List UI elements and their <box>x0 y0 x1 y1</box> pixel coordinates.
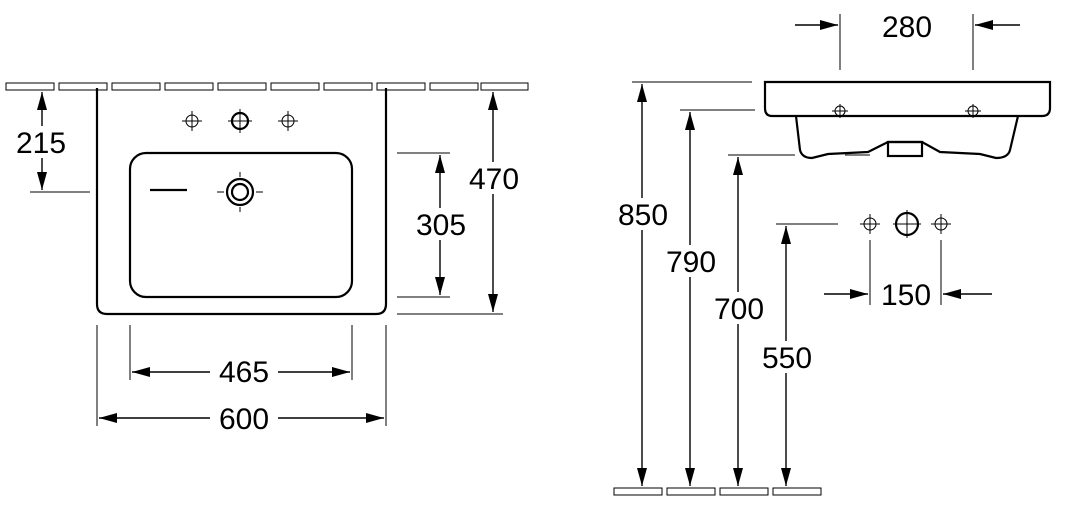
basin-profile <box>763 80 1052 160</box>
supply-right-icon <box>931 214 951 234</box>
dim-465-label: 465 <box>219 356 269 389</box>
supply-connections <box>860 210 951 238</box>
wall-strip <box>5 82 529 91</box>
dim-280-label: 280 <box>882 11 932 44</box>
dim-215-label: 215 <box>16 127 66 160</box>
dim-600-label: 600 <box>219 403 269 436</box>
dim-470: 470 <box>397 92 525 315</box>
dim-280: 280 <box>795 11 1020 70</box>
dim-465: 465 <box>129 325 353 389</box>
dim-305-label: 305 <box>416 209 466 242</box>
dim-470-label: 470 <box>469 163 519 196</box>
floor-strip <box>613 487 822 496</box>
tap-hole-right-icon <box>278 111 298 131</box>
dim-790-label: 790 <box>666 246 716 279</box>
dim-550-label: 550 <box>762 342 812 375</box>
waste-outlet-icon <box>893 210 921 238</box>
dim-700: 700 <box>708 154 870 486</box>
bowl-outline <box>128 151 354 299</box>
tap-hole-left-icon <box>182 111 202 131</box>
dim-550: 550 <box>756 223 838 486</box>
front-view: 215 305 470 465 <box>5 82 529 436</box>
basin-outline <box>95 88 388 316</box>
dim-790: 790 <box>660 109 755 486</box>
supply-left-icon <box>860 214 880 234</box>
dim-700-label: 700 <box>714 293 764 326</box>
side-view: 280 850 790 700 <box>612 11 1052 496</box>
tap-hole-center-icon <box>228 109 252 133</box>
drain-icon <box>217 172 263 212</box>
dim-150-label: 150 <box>881 279 931 312</box>
dim-215: 215 <box>10 92 90 193</box>
dim-600: 600 <box>96 325 387 436</box>
dim-850-label: 850 <box>618 199 668 232</box>
dim-305: 305 <box>397 152 472 298</box>
dim-850: 850 <box>612 81 752 486</box>
dim-150: 150 <box>824 240 992 312</box>
